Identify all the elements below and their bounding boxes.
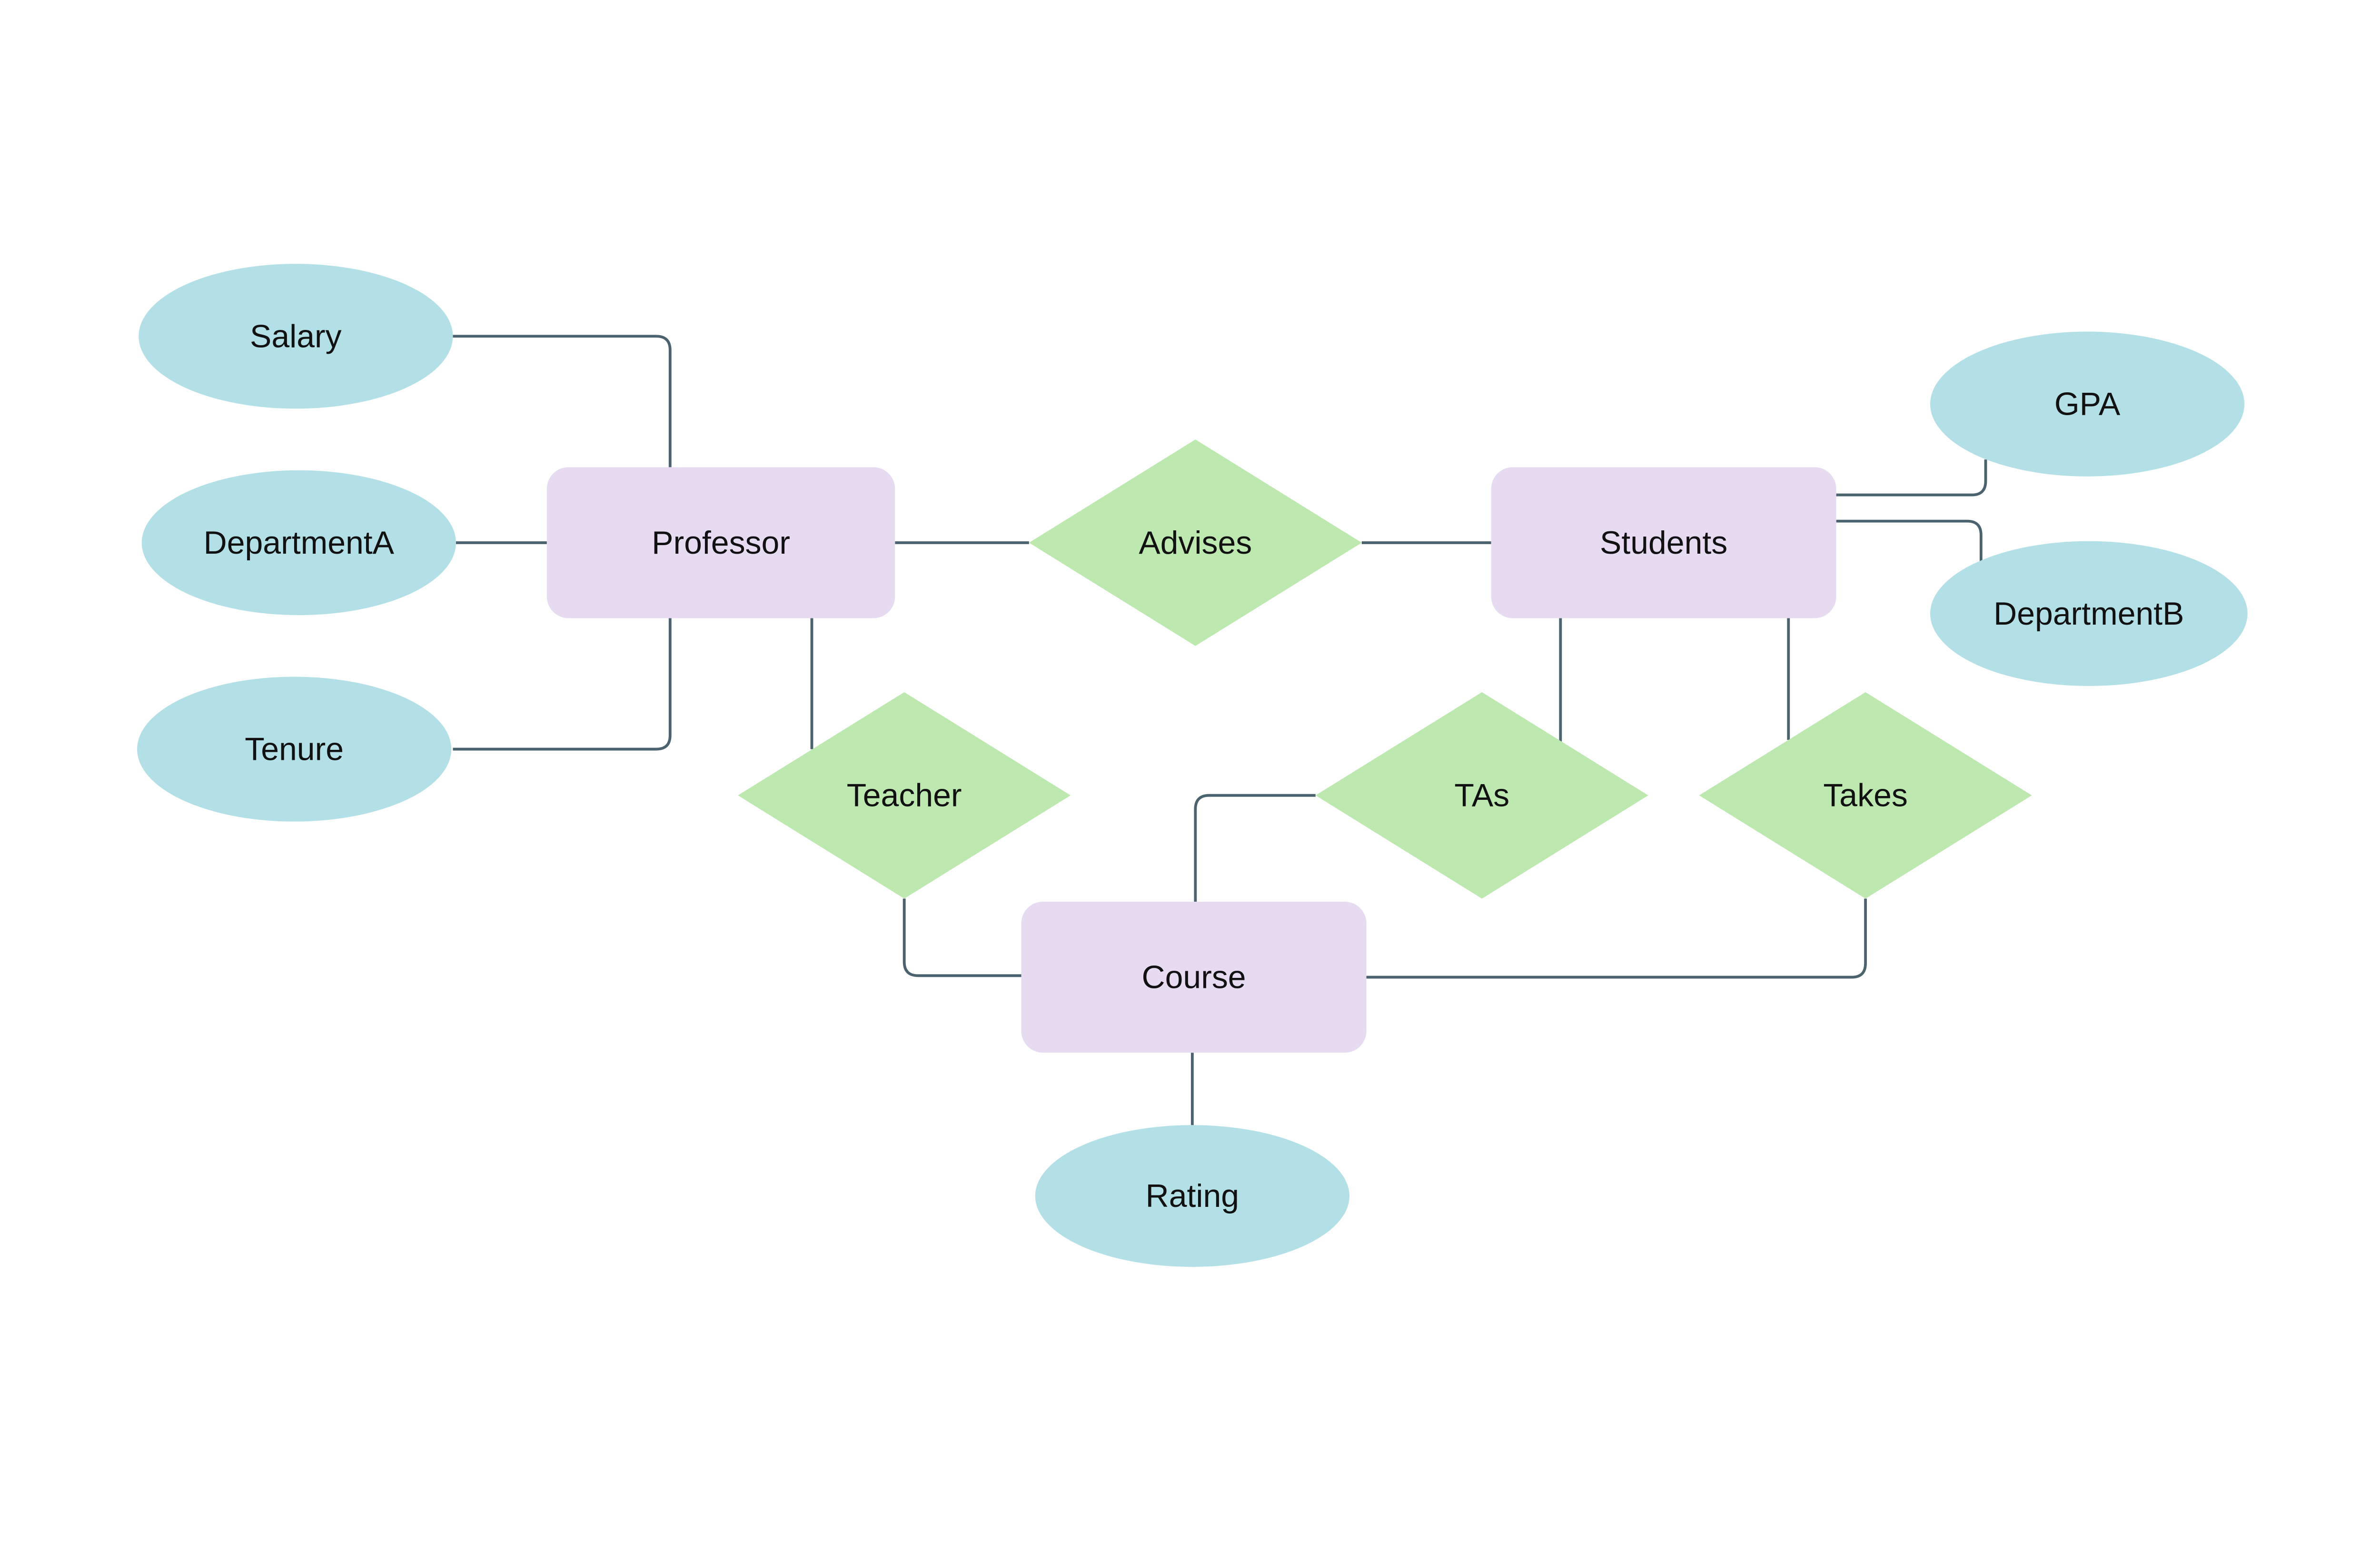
attribute-rating[interactable]: Rating	[1035, 1125, 1349, 1267]
advises-label: Advises	[1139, 525, 1252, 561]
rating-label: Rating	[1146, 1178, 1239, 1214]
course-label: Course	[1142, 959, 1246, 995]
tas-label: TAs	[1454, 777, 1509, 814]
departmenta-ellipse[interactable]	[141, 470, 456, 616]
teacher-label: Teacher	[847, 777, 962, 814]
tenure-label: Tenure	[245, 731, 344, 767]
departmentb-label: DepartmentB	[1993, 596, 2184, 632]
course-box[interactable]	[1021, 901, 1367, 1053]
relationship-teacher[interactable]: Teacher	[738, 692, 1071, 899]
entity-students[interactable]: Students	[1491, 467, 1836, 618]
attribute-tenure[interactable]: Tenure	[137, 677, 452, 822]
attribute-departmenta[interactable]: DepartmentA	[141, 470, 456, 616]
connector-tenure-professor[interactable]	[453, 618, 672, 751]
connector-tas-course[interactable]	[1194, 794, 1316, 902]
departmentb-ellipse[interactable]	[1930, 541, 2248, 686]
connector-students-gpa[interactable]	[1836, 459, 1987, 497]
takes-diamond[interactable]	[1699, 692, 2032, 899]
entity-course[interactable]: Course	[1021, 901, 1367, 1053]
takes-label: Takes	[1823, 777, 1908, 814]
relationship-advises[interactable]: Advises	[1029, 439, 1362, 646]
connector-takes-course[interactable]	[1366, 898, 1867, 979]
relationship-takes[interactable]: Takes	[1699, 692, 2032, 899]
salary-label: Salary	[250, 318, 342, 354]
connectors	[453, 335, 1987, 1125]
tas-diamond[interactable]	[1315, 692, 1648, 899]
connector-students-departmentb[interactable]	[1836, 519, 1983, 561]
attribute-departmentb[interactable]: DepartmentB	[1930, 541, 2248, 686]
gpa-ellipse[interactable]	[1930, 331, 2245, 477]
connector-teacher-course[interactable]	[902, 898, 1021, 977]
tenure-ellipse[interactable]	[137, 677, 452, 822]
rating-ellipse[interactable]	[1035, 1125, 1349, 1267]
connector-salary-professor[interactable]	[453, 335, 672, 468]
departmenta-label: DepartmentA	[204, 525, 395, 561]
teacher-diamond[interactable]	[738, 692, 1071, 899]
entity-professor[interactable]: Professor	[546, 467, 895, 618]
gpa-label: GPA	[2054, 386, 2121, 422]
attribute-salary[interactable]: Salary	[139, 264, 453, 409]
relationship-tas[interactable]: TAs	[1315, 692, 1648, 899]
students-label: Students	[1600, 525, 1727, 561]
attribute-gpa[interactable]: GPA	[1930, 331, 2245, 477]
professor-box[interactable]	[546, 467, 895, 618]
students-box[interactable]	[1491, 467, 1836, 618]
salary-ellipse[interactable]	[139, 264, 453, 409]
professor-label: Professor	[652, 525, 790, 561]
